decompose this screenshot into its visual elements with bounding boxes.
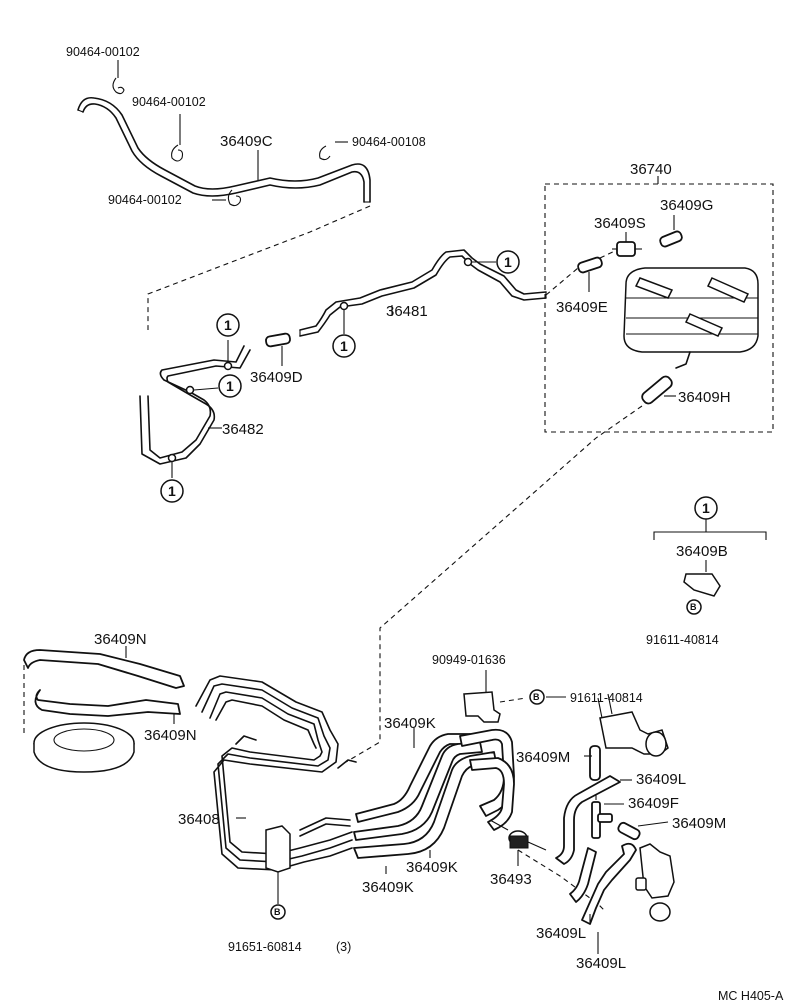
part-label: 36409L [536, 925, 586, 942]
part-label: 90464-00102 [108, 193, 182, 207]
hose-36409c [77, 96, 371, 203]
solenoid-valve [597, 693, 669, 757]
hose-36409h [641, 375, 673, 405]
svg-text:1: 1 [702, 500, 710, 516]
hose-36409e [577, 256, 603, 274]
part-label: 36409F [628, 795, 679, 812]
hose-36409m-upper [589, 745, 601, 781]
part-label: 36408 [178, 811, 220, 828]
svg-text:1: 1 [340, 338, 348, 354]
clamp-callout: 1 [463, 250, 520, 274]
clip-icon [112, 77, 125, 95]
hose-36409l-upper [555, 775, 621, 865]
bolt-icon [686, 599, 702, 615]
hose-36409n-lower [34, 689, 181, 717]
part-label: 36409K [384, 715, 436, 732]
pipe-bundle-36408 [195, 675, 357, 873]
clamp-callout: 1 [332, 301, 356, 358]
part-label: 36409M [672, 815, 726, 832]
charcoal-canister [623, 267, 759, 369]
clip-icon [171, 144, 184, 162]
hose-36409m-lower [617, 821, 641, 841]
part-label: 36409S [594, 215, 646, 232]
air-cleaner [33, 722, 135, 773]
svg-text:1: 1 [226, 378, 234, 394]
svg-text:B: B [690, 602, 697, 612]
part-label: 36740 [630, 161, 672, 178]
part-label: 36409L [636, 771, 686, 788]
part-label: 90464-00108 [352, 135, 426, 149]
vsv-36493 [489, 819, 547, 851]
clamp-callout: 1 [185, 374, 242, 398]
part-label: 36409K [362, 879, 414, 896]
svg-text:1: 1 [224, 317, 232, 333]
hoses-36409k [353, 728, 515, 859]
part-label: 36409K [406, 859, 458, 876]
part-label: 36409N [144, 727, 197, 744]
clip-icon [227, 189, 242, 207]
bracket-90949-01636 [463, 691, 501, 723]
part-label: 36482 [222, 421, 264, 438]
clamp-callout: 1 [160, 453, 184, 503]
part-label: (3) [336, 940, 351, 954]
part-label: 36409M [516, 749, 570, 766]
part-label: 36409H [678, 389, 731, 406]
figure-code: MC H405-A [718, 989, 784, 1003]
canister-group-frame [544, 183, 774, 433]
part-label: 36409C [220, 133, 273, 150]
part-label: 91611-40814 [646, 633, 719, 647]
part-label: 36493 [490, 871, 532, 888]
pipe-36482 [139, 345, 251, 465]
bolt-icon: B [270, 872, 286, 920]
part-label: 90949-01636 [432, 653, 506, 667]
part-label: 36409E [556, 299, 608, 316]
clamp-36409b-inset: 1 36409B B 91611-40814 [646, 496, 767, 647]
svg-text:B: B [274, 907, 281, 917]
hose-36409d [265, 332, 291, 348]
svg-text:1: 1 [504, 254, 512, 270]
hose-36409n-upper [23, 649, 185, 689]
part-label: 91611-40814 [570, 691, 643, 705]
hose-36409g [659, 230, 683, 248]
hose-36409l-lower-2 [581, 842, 637, 925]
part-label: 36409L [576, 955, 626, 972]
part-label: 36409G [660, 197, 713, 214]
connector-36409s [612, 241, 642, 257]
clip-icon [319, 145, 331, 161]
part-label: 36481 [386, 303, 428, 320]
svg-text:1: 1 [168, 483, 176, 499]
clamp-callout: 1 [216, 313, 240, 371]
part-label: 91651-60814 [228, 940, 302, 954]
vacuum-valve [635, 843, 675, 922]
t-connector-36409f [591, 794, 613, 839]
bolt-icon: B [529, 689, 545, 705]
part-label: 36409B [676, 543, 728, 560]
part-label: 90464-00102 [66, 45, 140, 59]
hose-36409l-lower-1 [569, 847, 597, 903]
part-label: 90464-00102 [132, 95, 206, 109]
part-label: 36409D [250, 369, 303, 386]
part-label: 36409N [94, 631, 147, 648]
svg-text:B: B [533, 692, 540, 702]
